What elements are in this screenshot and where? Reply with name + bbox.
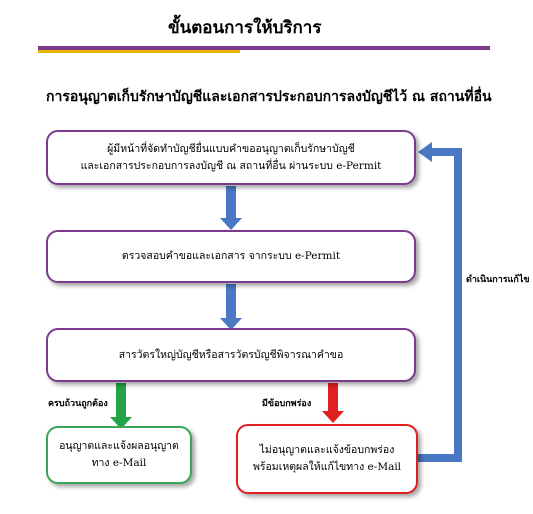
title-underline-purple [38,46,490,50]
arrow-approve [110,383,132,429]
outcome-approve-box: อนุญาตและแจ้งผลอนุญาต ทาง e-Mail [46,426,192,484]
outcome-reject-box: ไม่อนุญาตและแจ้งข้อบกพร่อง พร้อมเหตุผลให… [236,424,418,494]
reject-condition-label: มีข้อบกพร่อง [262,399,312,409]
step-1-line-1: ผู้มีหน้าที่จัดทำบัญชียื่นแบบคำขออนุญาตเ… [107,142,355,155]
title-underline-gold [38,50,240,53]
process-subtitle: การอนุญาตเก็บรักษาบัญชีและเอกสารประกอบกา… [46,89,492,105]
step-3-line-1: สารวัตรใหญ่บัญชีหรือสารวัตรบัญชีพิจารณาค… [118,348,344,361]
page-title: ขั้นตอนการให้บริการ [168,18,322,38]
step-2-line-1: ตรวจสอบคำขอและเอกสาร จากระบบ e-Permit [121,250,341,262]
step-1-line-2: และเอกสารประกอบการลงบัญชี ณ สถานที่อื่น … [80,159,382,172]
arrow-feedback-loop [418,142,462,462]
reject-line-1: ไม่อนุญาตและแจ้งข้อบกพร่อง [259,444,395,456]
arrow-step2-to-step3 [220,284,242,330]
step-1-submit-request: ผู้มีหน้าที่จัดทำบัญชียื่นแบบคำขออนุญาตเ… [46,130,416,185]
feedback-loop-label: ดำเนินการแก้ไข [466,275,530,285]
arrow-step1-to-step2 [220,186,242,230]
approve-condition-label: ครบถ้วนถูกต้อง [48,399,108,409]
arrow-reject [322,383,344,423]
reject-line-2: พร้อมเหตุผลให้แก้ไขทาง e-Mail [252,461,402,473]
step-2-review-documents: ตรวจสอบคำขอและเอกสาร จากระบบ e-Permit [46,230,416,283]
step-3-inspector-consideration: สารวัตรใหญ่บัญชีหรือสารวัตรบัญชีพิจารณาค… [46,328,416,382]
approve-line-1: อนุญาตและแจ้งผลอนุญาต [59,440,179,452]
approve-line-2: ทาง e-Mail [91,457,147,469]
